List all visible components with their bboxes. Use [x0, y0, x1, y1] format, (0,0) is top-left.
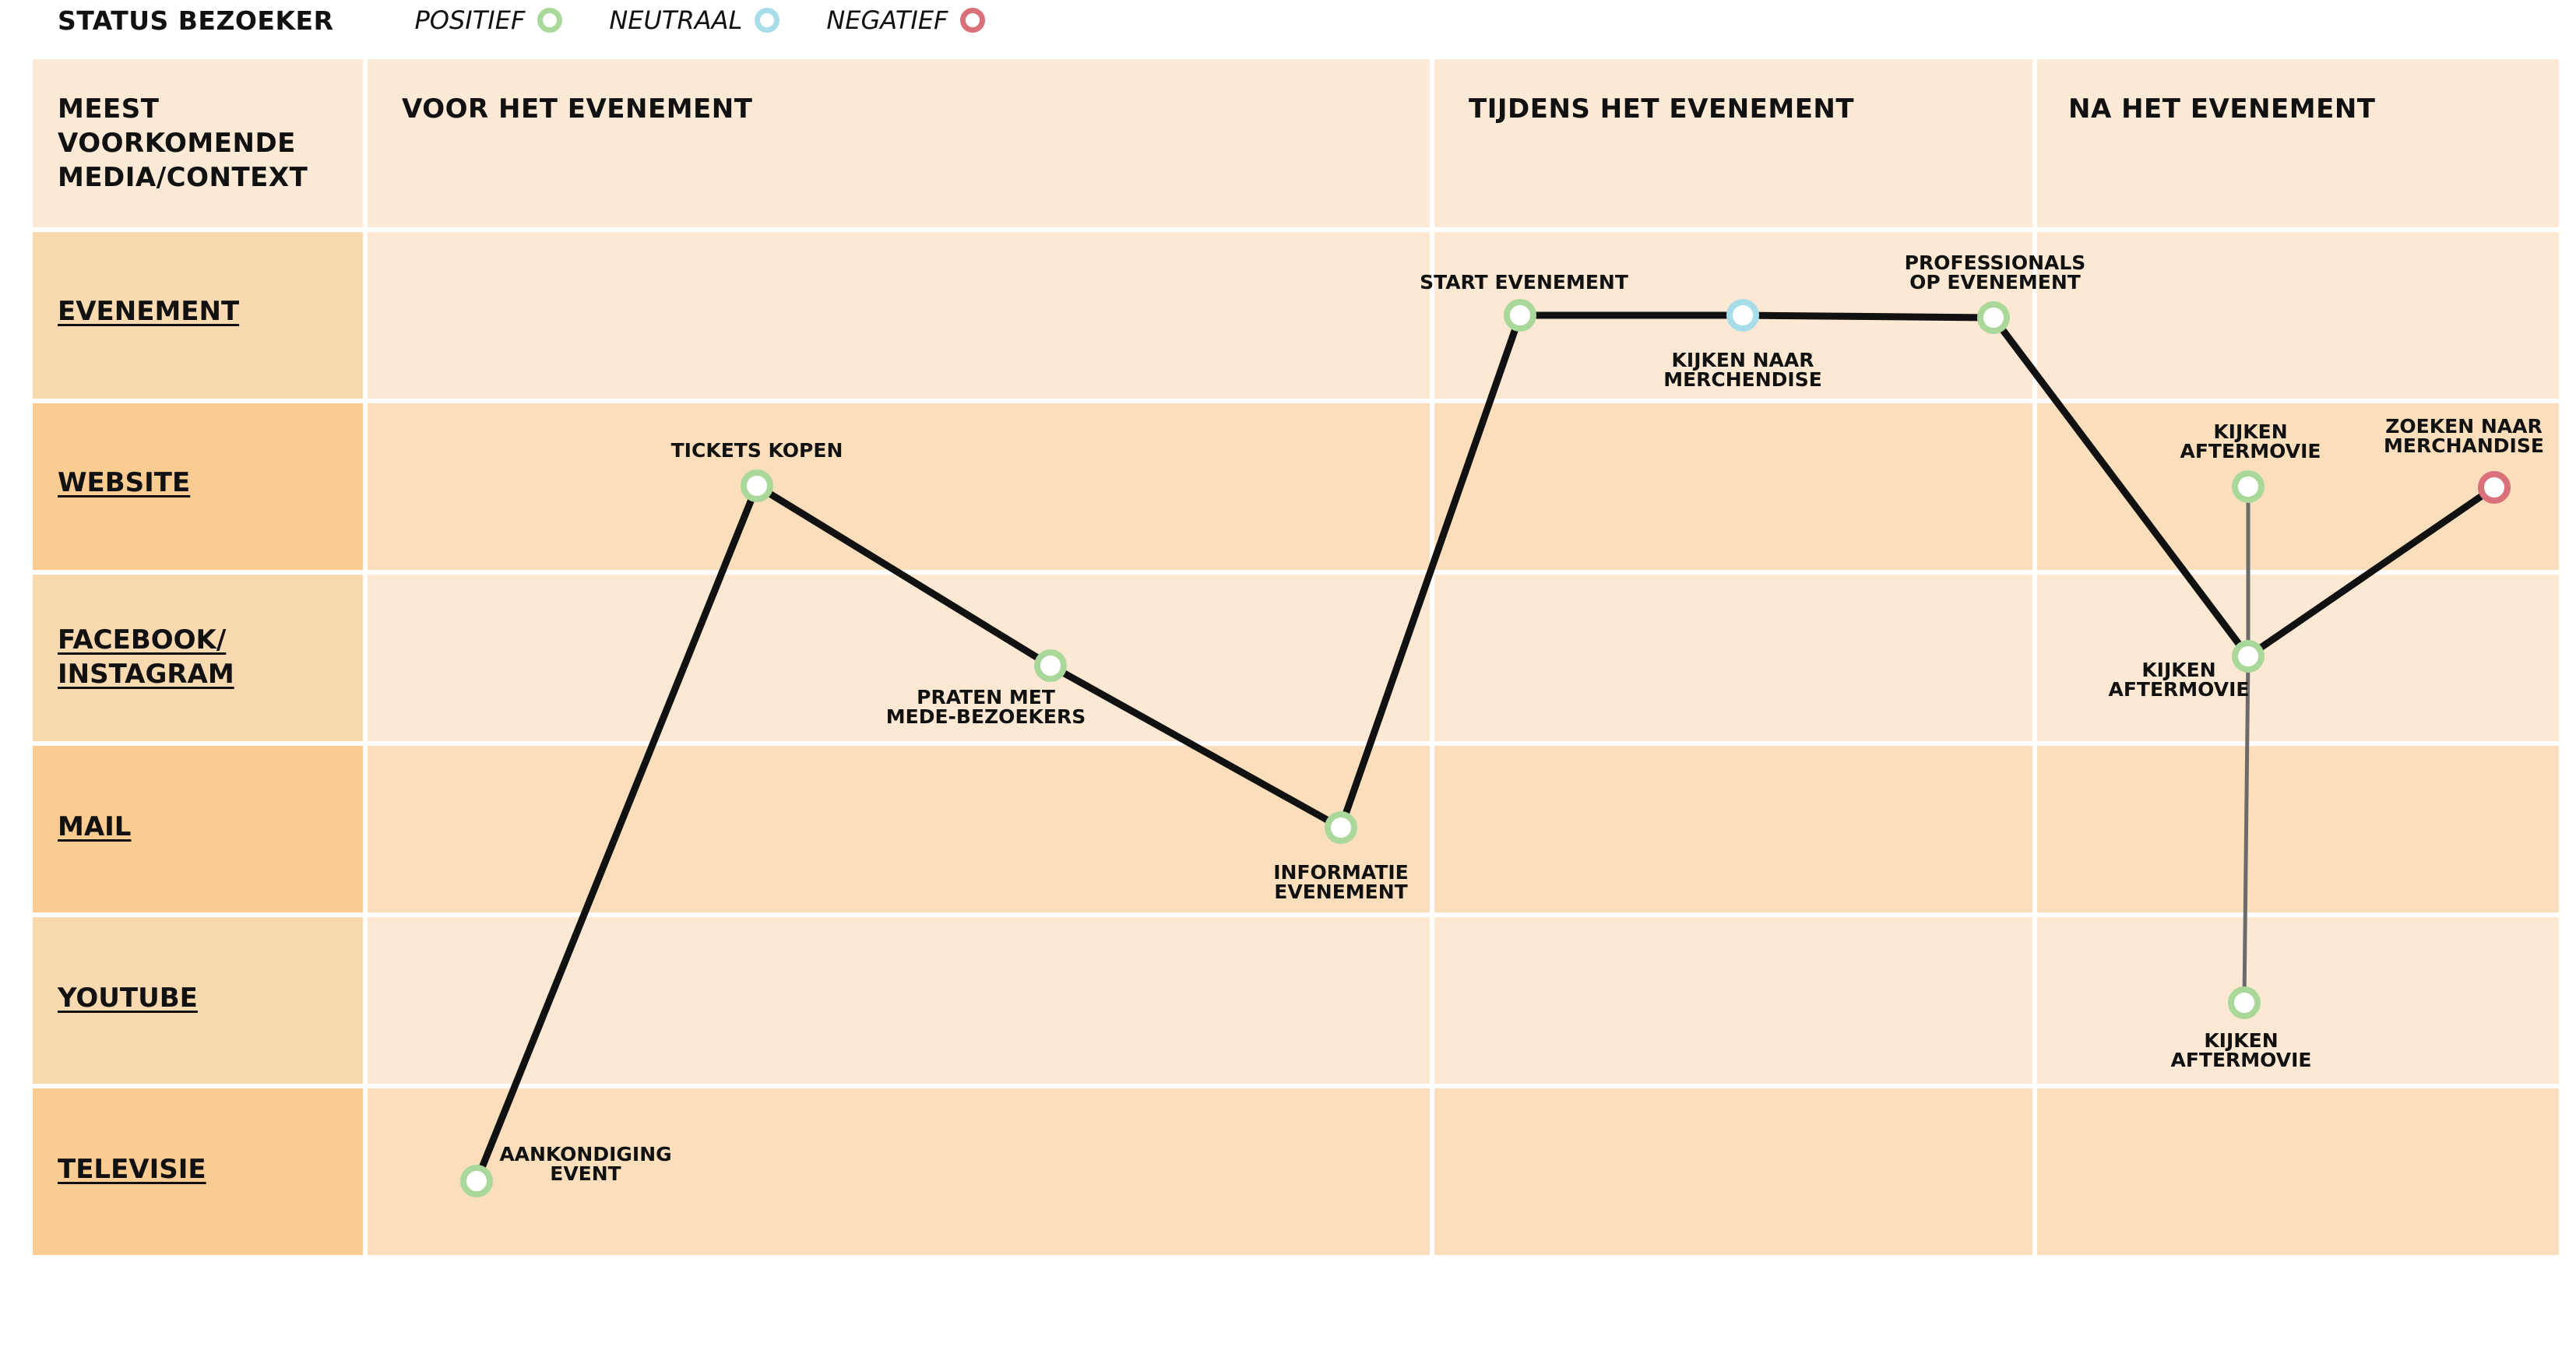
- legend-title: STATUS BEZOEKER: [58, 5, 334, 36]
- grid-cell: [368, 232, 1430, 399]
- grid-cell: [1434, 746, 2032, 912]
- row-label-cell-website: [33, 403, 363, 570]
- node-label-professionals: PROFESSIONALS OP EVENEMENT: [1904, 251, 2086, 294]
- grid-cell: [368, 917, 1430, 1084]
- row-label-cell-facebook-instagram: [33, 575, 363, 741]
- node-label-merch-kijken: KIJKEN NAAR MERCHENDISE: [1663, 349, 1822, 391]
- journey-node-professionals: [1977, 301, 2010, 334]
- journey-node-start: [1504, 299, 1536, 332]
- node-label-aftermovie-yt: KIJKEN AFTERMOVIE: [2170, 1029, 2312, 1071]
- header-corner-cell: [33, 59, 363, 227]
- journey-node-aankondiging: [460, 1165, 493, 1197]
- journey-node-aftermovie-fb: [2232, 640, 2265, 673]
- phase-title-tijdens: TIJDENS HET EVENEMENT: [1469, 93, 1855, 125]
- legend-item-negative: NEGATIEF: [826, 5, 986, 35]
- phase-header-cell-voor: [368, 59, 1430, 227]
- phase-title-na: NA HET EVENEMENT: [2068, 93, 2376, 125]
- status-legend: STATUS BEZOEKER POSITIEF NEUTRAAL NEGATI…: [58, 0, 1032, 40]
- journey-node-informatie: [1325, 811, 1357, 844]
- legend-item-neutral: NEUTRAAL: [609, 5, 780, 35]
- phase-title-voor: VOOR HET EVENEMENT: [402, 93, 753, 125]
- positive-status-icon: [537, 8, 563, 33]
- legend-item-positive: POSITIEF: [415, 5, 563, 35]
- grid-cell: [2037, 746, 2559, 912]
- grid-cell: [1434, 917, 2032, 1084]
- grid-cell: [2037, 1088, 2559, 1255]
- grid-cell: [1434, 403, 2032, 570]
- node-label-start: START EVENEMENT: [1420, 271, 1628, 294]
- header-corner-title: MEEST VOORKOMENDE MEDIA/CONTEXT: [58, 93, 308, 193]
- journey-node-praten: [1034, 649, 1067, 682]
- phase-header-cell-tijdens: [1434, 59, 2032, 227]
- row-label-youtube: YOUTUBE: [58, 983, 198, 1014]
- grid-cell: [368, 575, 1430, 741]
- row-label-facebook-instagram: FACEBOOK/ INSTAGRAM: [58, 624, 234, 690]
- grid-cell: [368, 1088, 1430, 1255]
- row-label-cell-youtube: [33, 917, 363, 1084]
- row-label-cell-mail: [33, 746, 363, 912]
- legend-label-neutral: NEUTRAAL: [609, 5, 743, 35]
- row-label-website: WEBSITE: [58, 467, 191, 498]
- grid-cell: [2037, 917, 2559, 1084]
- row-label-televisie: TELEVISIE: [58, 1154, 206, 1185]
- grid-cell: [1434, 575, 2032, 741]
- grid-cell: [368, 403, 1430, 570]
- node-label-merch-zoeken: ZOEKEN NAAR MERCHANDISE: [2384, 415, 2544, 457]
- node-label-praten: PRATEN MET MEDE-BEZOEKERS: [885, 686, 1086, 728]
- journey-node-merch-zoeken: [2478, 471, 2511, 504]
- branch-line-aftermovie_yt: [2242, 656, 2250, 1004]
- grid-cell: [2037, 575, 2559, 741]
- negative-status-icon: [960, 8, 986, 33]
- grid-cell: [1434, 1088, 2032, 1255]
- journey-node-merch-kijken: [1726, 299, 1759, 332]
- journey-node-aftermovie-yt: [2228, 986, 2261, 1019]
- grid-cell: [2037, 232, 2559, 399]
- row-label-cell-televisie: [33, 1088, 363, 1255]
- node-label-aftermovie-web: KIJKEN AFTERMOVIE: [2180, 420, 2321, 462]
- neutral-status-icon: [755, 8, 780, 33]
- node-label-aftermovie-fb: KIJKEN AFTERMOVIE: [2108, 659, 2250, 701]
- journey-node-tickets: [741, 469, 773, 502]
- legend-label-positive: POSITIEF: [414, 5, 526, 35]
- node-label-tickets: TICKETS KOPEN: [670, 439, 843, 462]
- phase-header-cell-na: [2037, 59, 2559, 227]
- row-label-cell-evenement: [33, 232, 363, 399]
- journey-node-aftermovie-web: [2232, 470, 2265, 503]
- node-label-aankondiging: AANKONDIGING EVENT: [499, 1143, 672, 1185]
- legend-label-negative: NEGATIEF: [826, 5, 948, 35]
- row-label-evenement: EVENEMENT: [58, 296, 240, 327]
- node-label-informatie: INFORMATIE EVENEMENT: [1273, 861, 1409, 903]
- row-label-mail: MAIL: [58, 811, 132, 842]
- grid-cell: [368, 746, 1430, 912]
